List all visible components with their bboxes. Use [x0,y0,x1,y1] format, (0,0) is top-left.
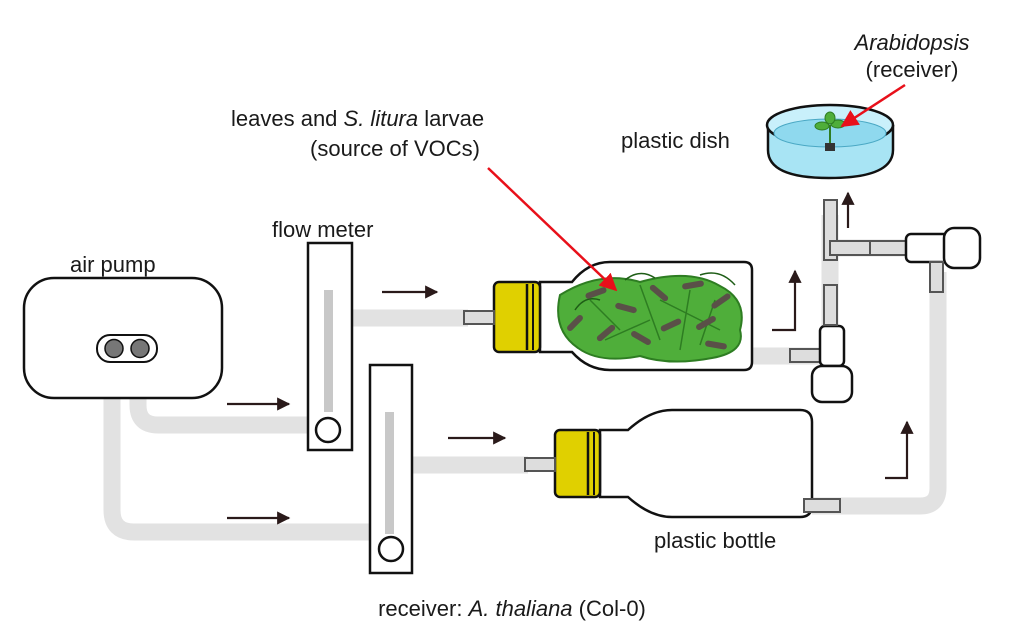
plastic-bottle-label: plastic bottle [654,528,776,553]
valve-assembly-2 [869,226,982,293]
receiver-annotation-arrow [840,83,906,128]
receiver-label-line2: (receiver) [866,57,959,82]
source-label-line1: leaves and S. litura larvae [231,106,484,131]
flow-arrows [227,191,914,525]
flow-arrow-5 [772,269,802,332]
tube-pump-to-flowmeter-2 [103,360,370,541]
leaves-and-larvae [557,272,743,363]
source-bottle [463,260,754,372]
footer-caption: receiver: A. thaliana (Col-0) [378,596,646,621]
plastic-dish [765,103,895,180]
receiver-label-line1: Arabidopsis [853,30,970,55]
air-pump [22,276,224,400]
flow-meter-2 [368,363,414,575]
plastic-dish-label: plastic dish [621,128,730,153]
flow-arrow-7 [885,420,914,480]
source-annotation-arrow [487,167,618,292]
source-label-line2: (source of VOCs) [310,136,480,161]
tube-pump-to-flowmeter-1 [129,360,308,434]
plastic-bottle [524,408,841,519]
air-pump-label: air pump [70,252,156,277]
flow-meter-label: flow meter [272,217,373,242]
tube-control-bottle-to-valve2 [812,272,947,515]
flow-meter-1 [306,241,354,452]
valve-assembly-1 [789,199,871,404]
